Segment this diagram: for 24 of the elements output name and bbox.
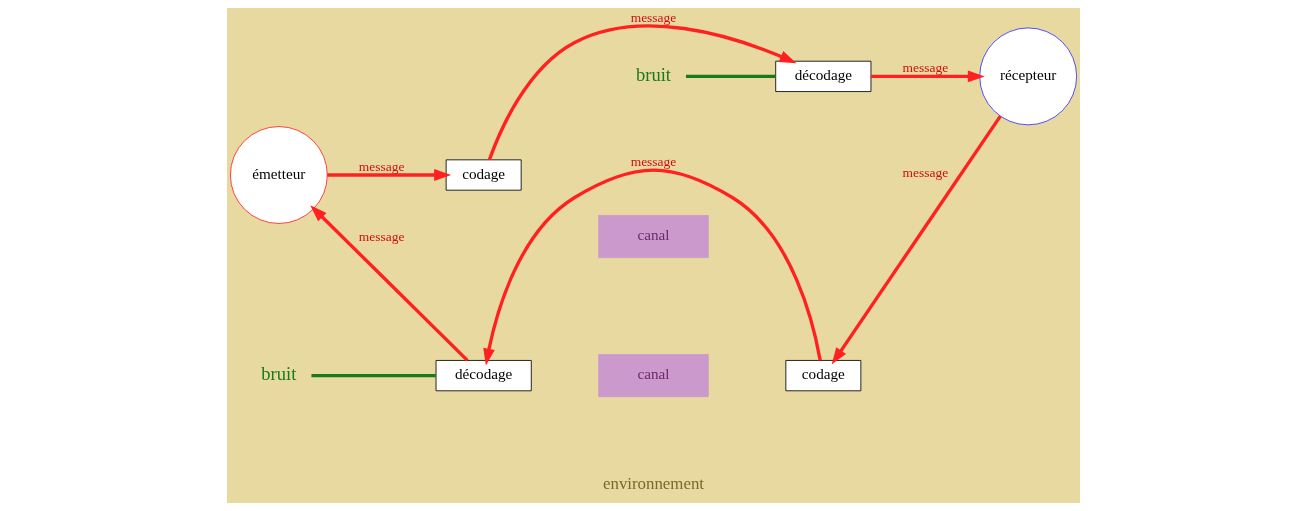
connector (310, 373, 436, 378)
node-text: bruit (635, 64, 671, 86)
arrow (309, 205, 469, 362)
edge-label: message (358, 158, 404, 174)
edge-label: message (358, 228, 404, 244)
arrow (482, 168, 822, 366)
edge-label: message (630, 10, 676, 26)
arrow (326, 169, 451, 181)
node-text: bruit (260, 363, 296, 385)
node-box: décodage (774, 60, 871, 92)
edge-label: message (902, 164, 948, 180)
edge-label: message (902, 60, 948, 75)
label: environnement (602, 473, 704, 493)
arrow (831, 115, 1002, 365)
node-box: canal (597, 215, 709, 259)
arrow (870, 70, 985, 83)
node-box: codage (445, 159, 522, 191)
connector (685, 74, 775, 79)
node-box: décodage (435, 360, 532, 392)
edge-label: message (630, 153, 676, 169)
arrow (487, 24, 796, 161)
node-box: codage (784, 360, 861, 392)
node-circle: récepteur (978, 27, 1077, 126)
node-box: canal (597, 354, 709, 398)
